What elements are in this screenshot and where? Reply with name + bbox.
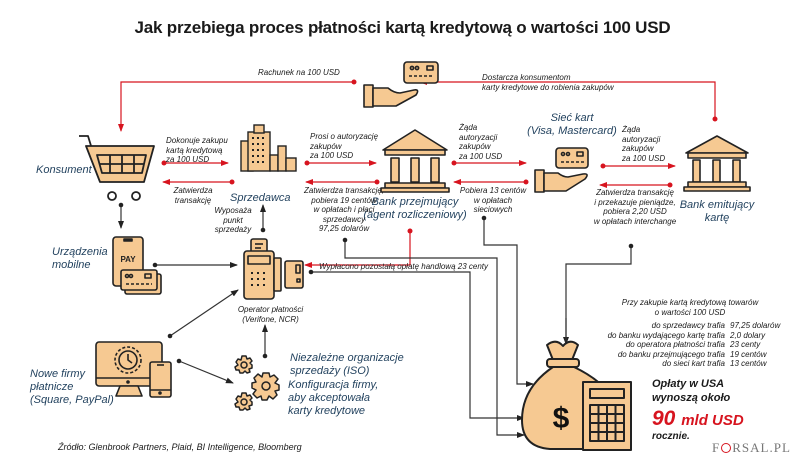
newfirms-to-operator-line: [169, 289, 239, 337]
mobile-pay-icon: [112, 236, 162, 295]
bank-building-icon-issuer: [683, 135, 751, 192]
flow-wyplacono-label: Wypłacono pozostałą opłatę handlową 23 c…: [319, 262, 488, 271]
hand-with-card-icon-top: [363, 61, 439, 108]
source-note: Źródło: Glenbrook Partners, Plaid, BI In…: [58, 442, 302, 452]
city-buildings-icon: [240, 124, 297, 172]
flow-rachunek-label: Rachunek na 100 USD: [258, 68, 340, 77]
bank-building-icon-acquirer: [380, 129, 450, 193]
flow-dostarcza-line: [419, 79, 716, 119]
gears-icon: [234, 355, 280, 411]
page-title: Jak przebiega proces płatności kartą kre…: [134, 18, 671, 37]
pay-text: PAY: [120, 255, 136, 264]
entity-sprzedawca: Sprzedawca: [230, 192, 291, 204]
monitor-and-phone-icon: [95, 341, 172, 398]
flow-rachunek-line: [118, 81, 354, 132]
money-bag-calculator-icon: [521, 340, 632, 451]
dot: [351, 79, 357, 85]
newfirms-to-gears-line: [178, 360, 234, 384]
flow-top-loop: [118, 79, 716, 132]
dot: [712, 116, 718, 122]
fees-suffix: rocznie.: [652, 431, 690, 442]
operator-fee-to-bag-line: [311, 271, 525, 421]
issuer-to-bag-line: [563, 246, 632, 345]
hand-with-card-icon-network: [534, 147, 589, 193]
dollar-sign: $: [553, 402, 570, 435]
entity-operator: Operator płatności(Verifone, NCR): [237, 305, 304, 324]
acquirer-to-bag-line: [344, 240, 525, 438]
shopping-cart-icon: [79, 135, 155, 201]
flow-wyplacono-red-line: [304, 231, 411, 268]
logo-o-icon: [721, 443, 732, 453]
payment-terminal-icon: [243, 238, 304, 300]
entity-konsument: Konsument: [36, 164, 92, 176]
network-to-bag-line: [483, 218, 534, 387]
entity-siec-kart: Sieć kart(Visa, Mastercard): [527, 112, 617, 137]
fees-value: 90 mld USD: [652, 407, 744, 430]
entity-bank-przejmujacy: Bank przejmujący(agent rozliczeniowy): [363, 196, 467, 221]
